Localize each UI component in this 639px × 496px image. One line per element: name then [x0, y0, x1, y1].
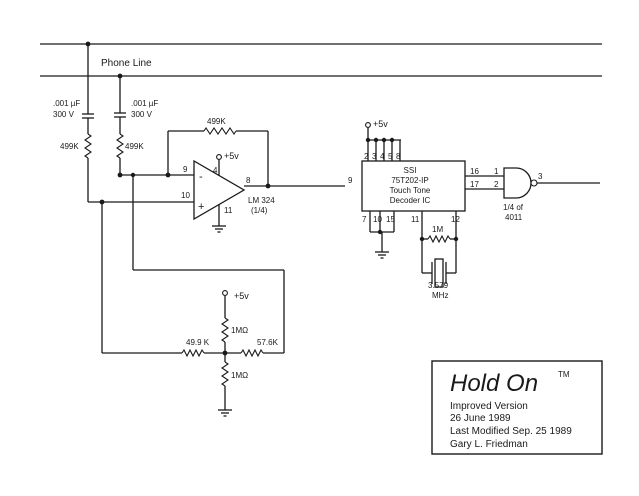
decoder-line3: Touch Tone	[390, 186, 431, 195]
phone-line: Phone Line	[40, 43, 602, 77]
crystal-unit: MHz	[432, 291, 448, 300]
r-xtal-label: 1M	[432, 225, 443, 234]
c1-rating: 300 V	[53, 110, 75, 119]
resistor-1m-bottom	[221, 361, 229, 387]
phone-line-label: Phone Line	[101, 58, 152, 69]
ground-icon	[212, 225, 226, 233]
crystal-freq: 3.579	[428, 281, 449, 290]
resistor-rin2	[116, 133, 124, 159]
title-line4: Gary L. Friedman	[450, 439, 528, 450]
opamp-fraction-label: (1/4)	[251, 206, 268, 215]
title-line3: Last Modified Sep. 25 1989	[450, 426, 572, 437]
resistor-1m-top	[221, 317, 229, 343]
decoder-xtal-pin-12: 12	[451, 215, 460, 224]
gate-pin-3: 3	[538, 172, 543, 181]
bias-network: 49.9 K 57.6K +5v 1MΩ 1MΩ	[101, 172, 285, 417]
r-right-label: 57.6K	[257, 338, 279, 347]
trademark-mark: TM	[558, 370, 570, 379]
decoder-top-pin-1: 2	[364, 152, 369, 161]
opamp-minus: -	[199, 171, 203, 183]
opamp-pin-4: 4	[213, 166, 218, 175]
c2-rating: 300 V	[131, 110, 153, 119]
resistor-57k6	[240, 348, 264, 358]
r-bottom-label: 1MΩ	[231, 371, 248, 380]
decoder-body	[361, 160, 466, 212]
decoder-pin-17: 17	[470, 180, 479, 189]
opamp-lm324: 499K +5v 4 9 10 8 11 - + LM 324 (1/4)	[88, 117, 345, 233]
nand-gate: 1 2 3 1/4 of 4011	[494, 167, 600, 222]
title-text: Hold On	[450, 370, 538, 397]
rin2-label: 499K	[125, 142, 144, 151]
decoder-bottom-pin-1: 7	[362, 215, 367, 224]
title-line2: 26 June 1989	[450, 413, 511, 424]
decoder-supply-label: +5v	[373, 119, 388, 129]
resistor-rin1	[84, 133, 92, 159]
bias-supply-label: +5v	[234, 291, 249, 301]
opamp-supply-label: +5v	[224, 151, 239, 161]
bias-ground-icon	[218, 409, 232, 417]
decoder-top-pin-5: 8	[396, 152, 401, 161]
c2-value: .001 µF	[131, 99, 158, 108]
decoder-pin-16: 16	[470, 167, 479, 176]
gate-part: 4011	[505, 213, 523, 222]
gate-fraction: 1/4 of	[503, 203, 524, 212]
gate-pin-1: 1	[494, 167, 499, 176]
opamp-pin-10: 10	[181, 191, 190, 200]
decoder-top-pin-4: 5	[388, 152, 393, 161]
decoder-line4: Decoder IC	[390, 196, 431, 205]
capacitor-c1	[82, 113, 94, 119]
title-line1: Improved Version	[450, 401, 528, 412]
crystal-icon	[431, 258, 447, 288]
input-network: .001 µF 300 V 499K .001 µF 300 V 499K	[53, 41, 158, 202]
decoder-ic: 9 SSI 75T202-IP Touch Tone Decoder IC +5…	[348, 119, 504, 300]
gate-pin-2: 2	[494, 180, 499, 189]
resistor-49k9	[181, 348, 205, 358]
rin1-label: 499K	[60, 142, 79, 151]
decoder-top-pin-2: 3	[372, 152, 377, 161]
nand-gate-body	[503, 167, 532, 199]
resistor-1m	[427, 234, 451, 244]
opamp-pin-9: 9	[183, 165, 188, 174]
c1-value: .001 µF	[53, 99, 80, 108]
decoder-bottom-pin-2: 10	[373, 215, 382, 224]
decoder-line2: 75T202-IP	[391, 176, 428, 185]
opamp-plus: +	[198, 201, 204, 213]
decoder-bottom-pin-3: 15	[386, 215, 395, 224]
decoder-top-pin-3: 4	[380, 152, 385, 161]
decoder-top-pin-wires	[367, 140, 401, 161]
opamp-pin-11: 11	[224, 206, 233, 215]
opamp-pin-8: 8	[246, 176, 251, 185]
title-block: Hold On TM Improved Version 26 June 1989…	[431, 360, 603, 455]
decoder-ground-icon	[375, 251, 389, 259]
r-top-label: 1MΩ	[231, 326, 248, 335]
capacitor-c2	[114, 112, 126, 118]
decoder-xtal-pin-11: 11	[411, 215, 420, 224]
decoder-pin-9: 9	[348, 176, 353, 185]
rfeedback-label: 499K	[207, 117, 226, 126]
decoder-line1: SSI	[404, 166, 417, 175]
resistor-feedback	[203, 127, 237, 135]
opamp-part-label: LM 324	[248, 196, 275, 205]
r-left-label: 49.9 K	[186, 338, 210, 347]
